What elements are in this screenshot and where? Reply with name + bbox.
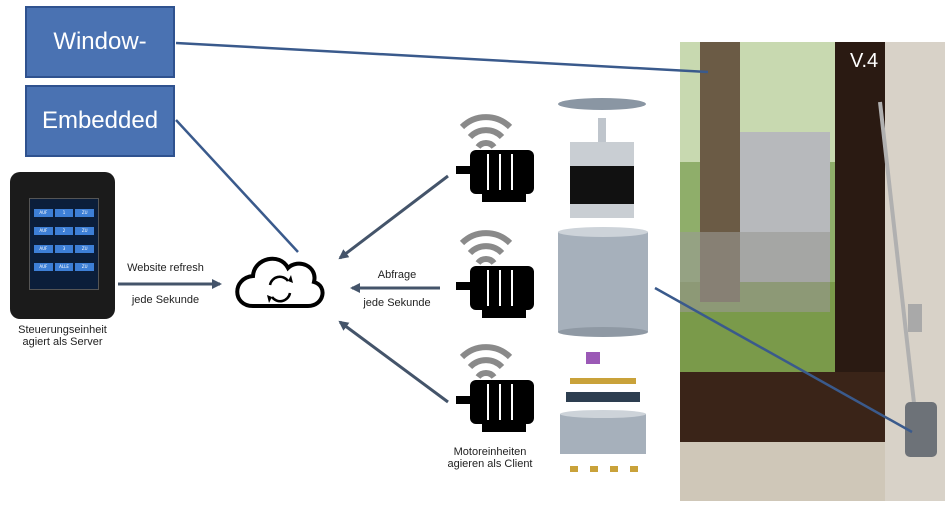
tablet-screen: AUF 1 ZU AUF 2 ZU AUF 3 ZU AUF ALLE ZU xyxy=(29,198,99,290)
title-box-embedded: Embedded xyxy=(25,85,175,157)
title-box-window: Window- xyxy=(25,6,175,78)
motor-1-label: 1 xyxy=(54,209,74,217)
connector-embedded xyxy=(175,119,299,253)
close-button-1: ZU xyxy=(75,209,95,217)
open-button-2: AUF xyxy=(34,227,53,235)
motor-2-label: 2 xyxy=(54,227,74,235)
wireless-motor-icon-1 xyxy=(456,114,534,202)
control-unit-caption: Steuerungseinheit agiert als Server xyxy=(0,324,125,348)
photo-illustration xyxy=(680,42,945,501)
installation-photo xyxy=(680,42,945,501)
wireless-motor-icon-3 xyxy=(456,344,534,432)
control-unit-tablet: AUF 1 ZU AUF 2 ZU AUF 3 ZU AUF ALLE ZU xyxy=(10,172,115,319)
motors-caption-line2: agieren als Client xyxy=(447,458,533,470)
motors-caption-line1: Motoreinheiten xyxy=(453,446,527,458)
connector-window xyxy=(175,41,709,74)
version-label: V.4 xyxy=(850,50,879,72)
control-unit-caption-line1: Steuerungseinheit xyxy=(18,324,107,336)
arrow-left-label-bottom: jede Sekunde xyxy=(131,294,200,306)
button-row-1: AUF 1 ZU xyxy=(34,209,95,217)
title-embedded-text: Embedded xyxy=(41,107,159,134)
motors-caption: Motoreinheiten agieren als Client xyxy=(435,446,545,470)
connector-photo xyxy=(654,286,913,434)
arrow-motor-3 xyxy=(338,320,449,404)
arrow-left-label-top: Website refresh xyxy=(127,262,204,274)
close-button-3: ZU xyxy=(75,245,95,253)
close-button-2: ZU xyxy=(75,227,95,235)
motor-3-label: 3 xyxy=(54,245,74,253)
title-window-text: Window- xyxy=(53,28,147,55)
stepper-motor-component xyxy=(558,98,646,218)
button-row-2: AUF 2 ZU xyxy=(34,227,95,235)
open-button-all: AUF xyxy=(34,263,53,271)
electronics-base-component xyxy=(560,352,646,472)
housing-cylinder-component xyxy=(558,227,648,337)
motor-all-label: ALLE xyxy=(54,263,74,271)
cloud-sync-icon xyxy=(235,256,325,308)
control-unit-caption-line2: agiert als Server xyxy=(22,336,103,348)
wireless-motor-icon-2 xyxy=(456,230,534,318)
open-button-3: AUF xyxy=(34,245,53,253)
arrow-mid-label-top: Abfrage xyxy=(377,269,417,281)
button-row-all: AUF ALLE ZU xyxy=(34,263,95,271)
arrow-motor-1 xyxy=(338,174,449,260)
open-button-1: AUF xyxy=(34,209,53,217)
close-button-all: ZU xyxy=(75,263,95,271)
button-row-3: AUF 3 ZU xyxy=(34,245,95,253)
arrow-mid-label-bottom: jede Sekunde xyxy=(363,297,431,309)
